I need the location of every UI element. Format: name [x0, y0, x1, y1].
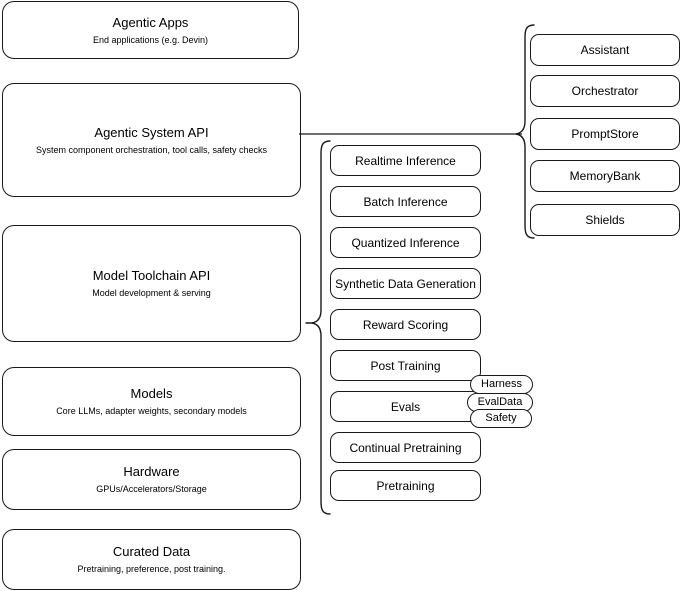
chip-label: MemoryBank	[569, 169, 641, 183]
chip-label: PromptStore	[571, 127, 639, 141]
pill-harness[interactable]: Harness	[470, 375, 533, 394]
chip-label: Synthetic Data Generation	[335, 276, 476, 291]
layer-subtitle: GPUs/Accelerators/Storage	[96, 484, 207, 494]
chip-label: Evals	[390, 399, 421, 414]
layer-title: Agentic Apps	[112, 14, 189, 30]
layer-agentic-apps[interactable]: Agentic Apps End applications (e.g. Devi…	[2, 1, 299, 59]
chip-orchestrator[interactable]: Orchestrator	[530, 75, 680, 107]
chip-pretraining[interactable]: Pretraining	[330, 470, 481, 501]
layer-title: Hardware	[123, 464, 180, 479]
layer-title: Model Toolchain API	[92, 268, 211, 283]
chip-label: Quantized Inference	[351, 235, 460, 250]
layer-model-toolchain-api[interactable]: Model Toolchain API Model development & …	[2, 225, 301, 342]
layer-title: Agentic System API	[94, 124, 209, 140]
chip-promptstore[interactable]: PromptStore	[530, 118, 680, 150]
pill-safety[interactable]: Safety	[470, 409, 532, 428]
chip-batch-inference[interactable]: Batch Inference	[330, 186, 481, 217]
chip-continual-pretraining[interactable]: Continual Pretraining	[330, 432, 481, 463]
layer-agentic-system-api[interactable]: Agentic System API System component orch…	[2, 83, 301, 197]
chip-label: Pretraining	[376, 478, 435, 493]
layer-subtitle: System component orchestration, tool cal…	[35, 144, 268, 155]
chip-evals[interactable]: Evals	[330, 391, 481, 422]
brace-toolchain-capabilities	[305, 138, 332, 520]
chip-assistant[interactable]: Assistant	[530, 34, 680, 66]
pill-label: EvalData	[477, 396, 523, 408]
chip-post-training[interactable]: Post Training	[330, 350, 481, 381]
chip-label: Batch Inference	[363, 194, 448, 209]
chip-label: Continual Pretraining	[349, 440, 462, 455]
chip-quantized-inference[interactable]: Quantized Inference	[330, 227, 481, 258]
layer-subtitle: Model development & serving	[92, 288, 211, 298]
connector-system-api-to-components	[299, 120, 524, 148]
layer-curated-data[interactable]: Curated Data Pretraining, preference, po…	[2, 529, 301, 590]
pill-evaldata[interactable]: EvalData	[467, 393, 533, 412]
chip-label: Orchestrator	[571, 84, 639, 98]
pill-label: Harness	[481, 378, 522, 390]
layer-hardware[interactable]: Hardware GPUs/Accelerators/Storage	[2, 449, 301, 510]
layer-subtitle: Core LLMs, adapter weights, secondary mo…	[56, 406, 247, 416]
layer-subtitle: End applications (e.g. Devin)	[92, 34, 209, 45]
chip-label: Reward Scoring	[362, 317, 449, 332]
layer-title: Curated Data	[112, 544, 191, 559]
layer-subtitle: Pretraining, preference, post training.	[77, 564, 226, 574]
chip-memorybank[interactable]: MemoryBank	[530, 160, 680, 192]
pill-label: Safety	[485, 412, 517, 424]
layer-title: Models	[130, 386, 173, 401]
chip-label: Shields	[585, 213, 625, 227]
chip-shields[interactable]: Shields	[530, 204, 680, 236]
layer-models[interactable]: Models Core LLMs, adapter weights, secon…	[2, 367, 301, 436]
chip-label: Realtime Inference	[355, 153, 456, 168]
chip-realtime-inference[interactable]: Realtime Inference	[330, 145, 481, 176]
chip-reward-scoring[interactable]: Reward Scoring	[330, 309, 481, 340]
chip-label: Assistant	[580, 43, 630, 57]
chip-label: Post Training	[370, 358, 441, 373]
chip-synthetic-data-generation[interactable]: Synthetic Data Generation	[330, 268, 481, 299]
